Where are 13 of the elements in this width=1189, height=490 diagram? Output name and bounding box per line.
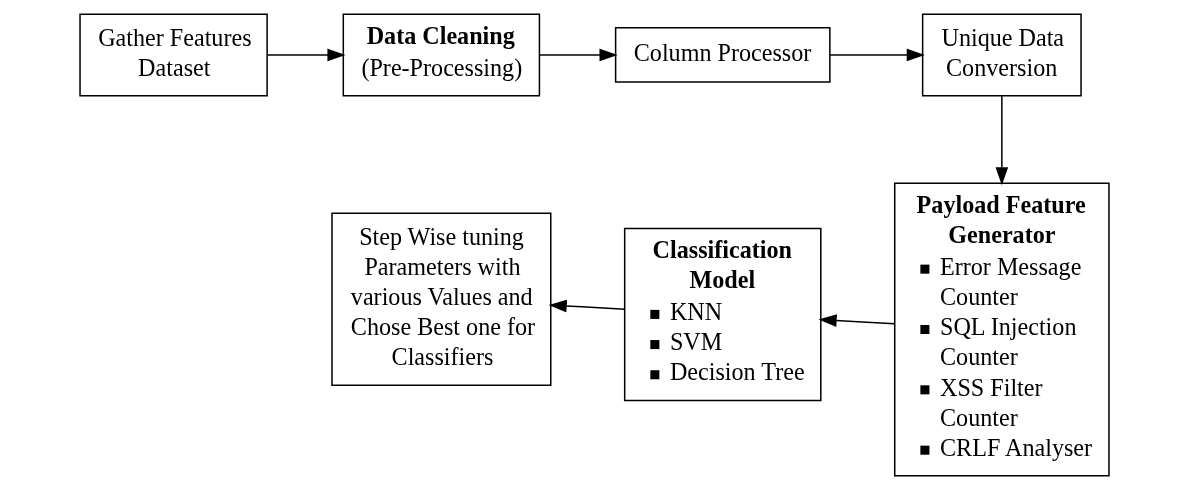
node-box: Unique Data Conversion	[921, 13, 1082, 97]
arrow	[548, 299, 626, 313]
node-box: Step Wise tuning Parameters with various Values and Chose Best one for Classifiers	[331, 212, 552, 387]
node-box: Gather Features Dataset	[79, 13, 268, 97]
node-box: Column Processor	[614, 27, 831, 83]
arrow	[818, 314, 896, 327]
arrow	[266, 48, 346, 62]
arrow	[995, 95, 1009, 186]
node-box: Payload Feature Generator Error Message Counter SQL Injection Counter XSS Filter Counter CRLF Analyser	[893, 182, 1110, 477]
node-box: Classification Model KNN SVM Decision Tree	[623, 227, 822, 402]
arrow	[538, 48, 618, 62]
node-box: Data Cleaning (Pre-Processing)	[342, 13, 541, 97]
arrow	[829, 48, 925, 62]
